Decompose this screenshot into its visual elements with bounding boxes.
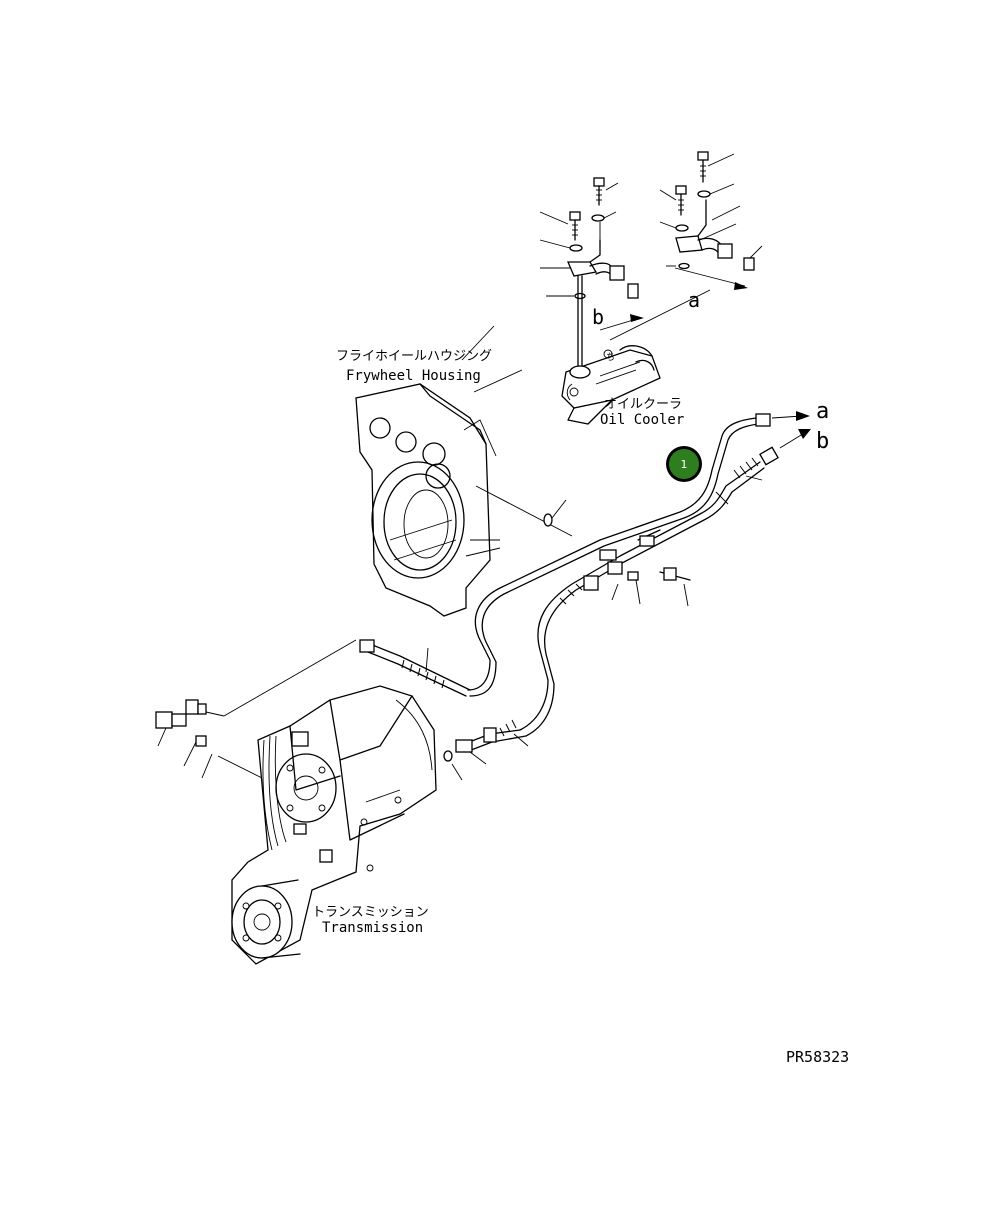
hose-hatch	[401, 457, 759, 737]
leader	[475, 485, 573, 537]
pipe-flange-b	[567, 261, 598, 277]
svg-text:ち: ち	[606, 352, 615, 363]
flywheel-housing-en-label: Frywheel Housing	[346, 368, 481, 384]
flywheel-housing	[355, 383, 573, 617]
oil-cooler-assembly: ち	[539, 151, 763, 425]
bolt-right-lower	[675, 185, 687, 216]
washer	[591, 214, 605, 222]
flywheel-housing-jp-label: フライホイールハウジング	[336, 349, 492, 364]
callout-number: 1	[681, 458, 688, 471]
pipe-flange-a	[675, 235, 703, 253]
transmission-en-label: Transmission	[322, 920, 423, 936]
part-code-label: PR58323	[786, 1048, 849, 1066]
transmission-fittings	[155, 639, 357, 779]
ref-a-right-label: a	[816, 399, 829, 424]
bolt-left-upper	[593, 177, 605, 206]
ref-b-right-label: b	[816, 429, 829, 454]
transmission	[231, 685, 437, 965]
ref-a-top-label: a	[688, 288, 700, 312]
callout-marker-1[interactable]: 1	[666, 446, 702, 482]
ref-b-top-label: b	[592, 305, 604, 329]
oil-cooler-en-label: Oil Cooler	[600, 412, 684, 428]
transmission-jp-label: トランスミッション	[312, 905, 429, 920]
oil-cooler-body: ち	[561, 345, 661, 425]
bolt-right-upper	[697, 151, 709, 183]
hose-routing	[359, 411, 811, 781]
oil-cooler-jp-label: オイルクーラ	[604, 397, 682, 412]
bolt-left-lower	[569, 211, 581, 241]
